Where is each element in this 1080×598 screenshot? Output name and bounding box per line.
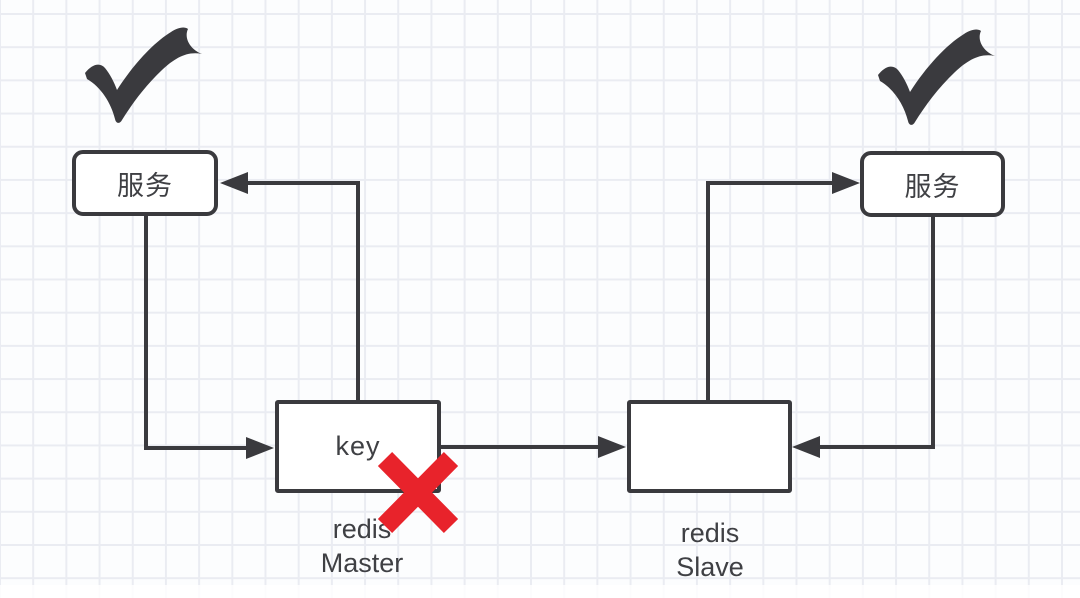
connector-slave-to-service-right — [706, 172, 860, 402]
node-redis-master: key — [275, 400, 441, 493]
node-service-left-label: 服务 — [117, 170, 173, 201]
bottom-fade — [0, 585, 1080, 598]
node-service-left: 服务 — [72, 150, 218, 216]
caption-redis-slave: redis Slave — [676, 518, 744, 582]
arrowhead-left-icon — [220, 172, 248, 194]
connector-master-to-service-left — [220, 172, 360, 402]
node-service-right-label: 服务 — [904, 171, 961, 202]
arrowhead-right-icon — [598, 436, 626, 458]
connector-service-right-to-slave — [792, 216, 935, 458]
arrowhead-right-icon — [246, 437, 274, 459]
arrowhead-right-icon — [832, 172, 860, 194]
checkmark-right-icon — [878, 29, 995, 125]
connector-master-to-slave — [440, 436, 626, 458]
node-redis-master-label: key — [335, 431, 381, 461]
connector-service-left-to-master — [144, 215, 274, 459]
node-service-right: 服务 — [860, 151, 1005, 217]
checkmark-left-icon — [85, 27, 202, 123]
node-redis-slave — [627, 400, 792, 493]
arrowhead-left-icon — [792, 436, 820, 458]
caption-redis-master: redis Master — [320, 514, 404, 578]
